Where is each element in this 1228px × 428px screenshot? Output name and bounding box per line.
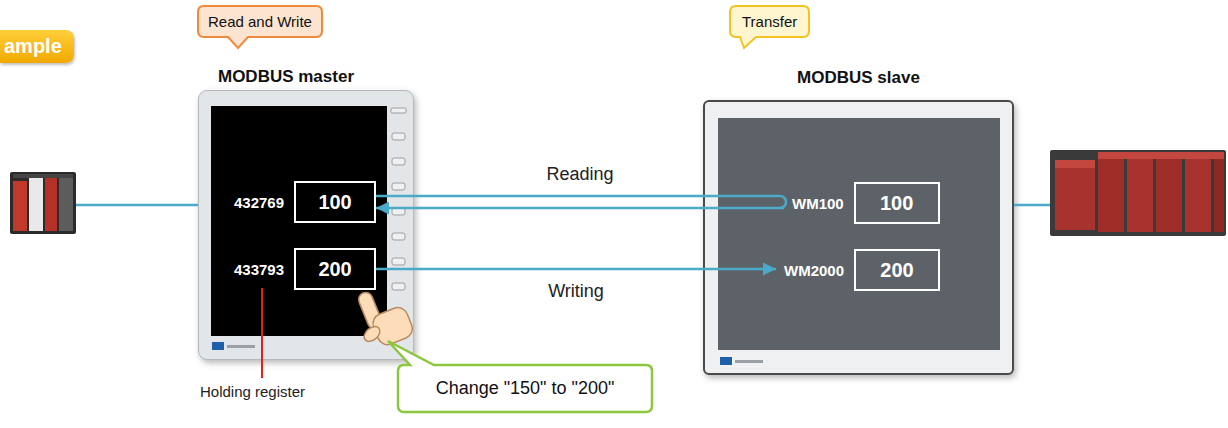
label-holder: Holding register: [200, 383, 305, 400]
maker-logo: [212, 342, 224, 350]
value-box: 200: [854, 249, 940, 291]
annotation-label: Holding register: [200, 383, 305, 400]
network-cable: [76, 204, 198, 207]
register-row: WM2000 200: [776, 249, 940, 291]
plc-top: [13, 174, 73, 178]
maker-logo: [720, 357, 732, 365]
panel-button: [392, 183, 405, 190]
network-cable: [1014, 204, 1050, 207]
example-tag: ample: [0, 30, 74, 63]
plc-module: [29, 178, 43, 231]
panel-button: [392, 158, 405, 165]
value-box: 100: [294, 181, 376, 223]
plc-module: [1098, 152, 1124, 232]
register-address: WM2000: [784, 262, 844, 279]
label-holder: Writing: [548, 281, 604, 302]
callout-text: Change "150" to "200": [436, 378, 615, 398]
panel-button: [392, 133, 405, 140]
label-holder: Reading: [547, 164, 614, 185]
plc-module: [1214, 152, 1224, 232]
plc-left: [10, 172, 76, 234]
register-address: WM100: [792, 195, 844, 212]
register-address: 433793: [234, 261, 284, 278]
maker-logo: [735, 360, 763, 363]
data-flow-arrow: [376, 207, 784, 210]
speech-callout: Change "150" to "200": [398, 365, 652, 412]
callout-shape: [388, 341, 652, 412]
plc-highlight: [1055, 160, 1095, 168]
plc-right: [1050, 150, 1226, 236]
register-row: 432769 100: [234, 181, 376, 223]
plc-module: [1127, 152, 1153, 232]
request-line: [376, 196, 786, 208]
plc-highlight: [1098, 152, 1224, 159]
plc-module: [1055, 160, 1095, 230]
plc-module: [45, 176, 57, 231]
panel-button: [392, 283, 405, 290]
hmi-panel: MODBUS slaveWM100100WM2000200: [703, 100, 1014, 375]
plc-body: [1050, 150, 1226, 236]
plc-module: [1185, 152, 1211, 232]
hand-thumb: [361, 324, 383, 345]
panel-button: [392, 258, 405, 265]
tag-text: ample: [4, 35, 62, 57]
edge-label: Reading: [547, 164, 614, 185]
panel-buttons: [391, 108, 406, 290]
device-heading: MODBUS slave: [705, 68, 1012, 88]
hand-icon: [357, 290, 416, 347]
speech-callout: Read and Write: [198, 6, 322, 37]
plc-module: [59, 175, 73, 231]
panel-button: [391, 108, 406, 113]
device-heading: MODBUS master: [179, 67, 393, 87]
callout-text: Read and Write: [208, 13, 312, 30]
plc-module: [13, 181, 27, 231]
edge-layer: [376, 208, 784, 269]
panel-button: [392, 233, 405, 240]
plc-body: [10, 172, 76, 234]
maker-logo: [227, 345, 255, 348]
value-box: 200: [294, 248, 376, 290]
hmi-screen: [718, 118, 1000, 350]
callout-text: Transfer: [742, 13, 797, 30]
data-flow-arrow: [376, 268, 776, 271]
register-row: 433793 200: [234, 248, 376, 290]
plc-module: [1156, 152, 1182, 232]
register-row: WM100 100: [784, 182, 940, 224]
value-box: 100: [854, 182, 940, 224]
edge-label: Writing: [548, 281, 604, 302]
callout-shape: [198, 6, 322, 48]
speech-callout: Transfer: [730, 6, 809, 37]
callout-shape: [730, 6, 809, 48]
register-address: 432769: [234, 194, 284, 211]
leader-line: [261, 288, 263, 378]
